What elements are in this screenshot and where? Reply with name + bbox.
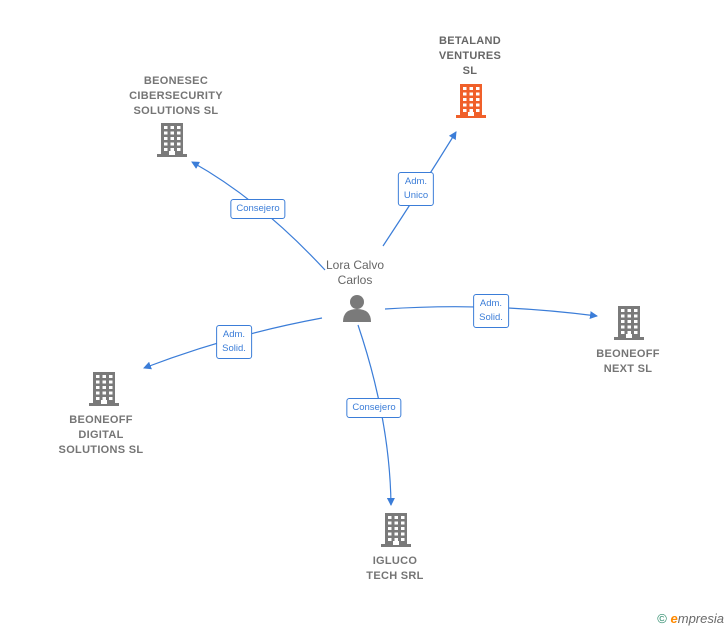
copyright-symbol: © — [657, 611, 667, 626]
company-label-igluco-line: IGLUCO — [372, 555, 418, 567]
company-label-beoneoff-next-line: NEXT SL — [603, 363, 653, 375]
edge-label-line: Solid. — [479, 312, 503, 323]
company-label-beoneoff-next[interactable]: BEONEOFF NEXT SL — [596, 347, 660, 377]
footer-brand: © empresia — [657, 611, 724, 626]
edge-label-line: Adm. — [222, 329, 246, 340]
person-name-line: Carlos — [337, 273, 373, 287]
building-icon — [456, 84, 486, 118]
company-label-betaland-line: SL — [462, 65, 478, 77]
company-label-beoneoff-digital-line: BEONEOFF — [69, 414, 133, 426]
company-label-beonesec-line: CIBERSECURITY — [129, 90, 223, 102]
company-label-betaland[interactable]: BETALAND VENTURES SL — [439, 34, 501, 79]
building-icon — [157, 123, 187, 157]
company-label-betaland-line: BETALAND — [438, 35, 502, 47]
building-icon — [614, 306, 644, 340]
edge-label-line: Consejero — [236, 203, 280, 214]
edge-label-betaland[interactable]: Adm. Unico — [397, 172, 435, 206]
company-label-beonesec[interactable]: BEONESEC CIBERSECURITY SOLUTIONS SL — [129, 74, 223, 119]
building-icon — [89, 372, 119, 406]
person-icon — [343, 295, 371, 322]
company-label-igluco[interactable]: IGLUCO TECH SRL — [366, 554, 423, 584]
brand-logo: empresia — [670, 611, 724, 626]
company-label-betaland-line: VENTURES — [438, 50, 502, 62]
edge-label-line: Adm. — [479, 298, 503, 309]
edge-label-line: Unico — [403, 190, 429, 201]
edge-label-line: Solid. — [222, 343, 246, 354]
person-name-line: Lora Calvo — [325, 258, 385, 272]
edge-label-beoneoff-digital[interactable]: Adm. Solid. — [216, 325, 252, 359]
company-label-beonesec-line: SOLUTIONS SL — [133, 105, 219, 117]
company-label-beoneoff-digital-line: DIGITAL — [78, 429, 124, 441]
company-label-beoneoff-digital[interactable]: BEONEOFF DIGITAL SOLUTIONS SL — [59, 413, 144, 458]
company-label-beoneoff-digital-line: SOLUTIONS SL — [58, 444, 144, 456]
building-icon — [381, 513, 411, 547]
company-label-igluco-line: TECH SRL — [366, 570, 424, 582]
edge-label-beonesec[interactable]: Consejero — [230, 199, 286, 219]
company-label-beonesec-line: BEONESEC — [143, 75, 209, 87]
company-label-beoneoff-next-line: BEONEOFF — [596, 348, 660, 360]
edge-label-beoneoff-next[interactable]: Adm. Solid. — [473, 294, 509, 328]
edge-label-line: Adm. — [404, 176, 428, 187]
edge-label-igluco[interactable]: Consejero — [346, 398, 402, 418]
edge-label-line: Consejero — [352, 402, 396, 413]
